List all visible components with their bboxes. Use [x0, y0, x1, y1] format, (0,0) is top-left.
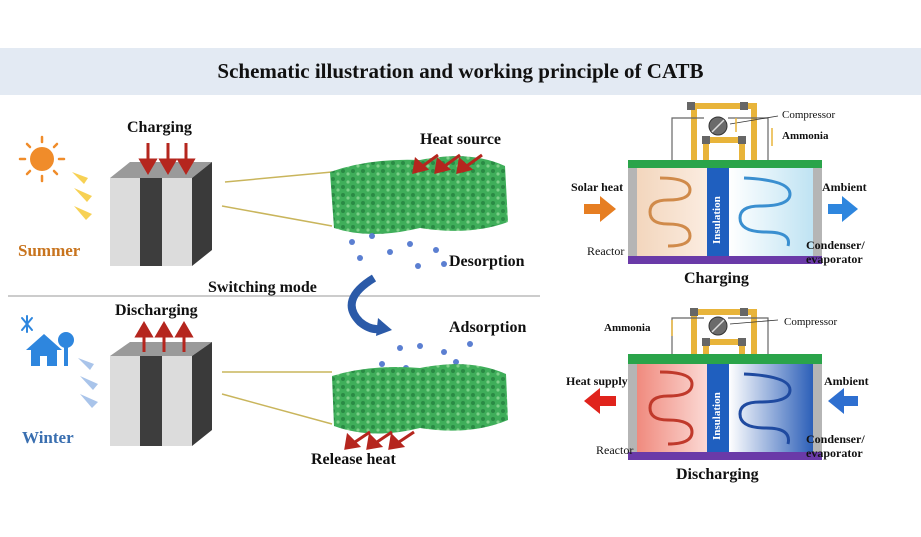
- desorption-label: Desorption: [449, 253, 525, 270]
- heat-supply-arrow: [584, 388, 616, 414]
- compressor-label: Compressor: [784, 316, 838, 328]
- ammonia-label: Ammonia: [782, 130, 829, 142]
- heat-out-arrows: [134, 321, 194, 352]
- condenser-evaporator-label: Condenser/ evaporator: [806, 238, 865, 266]
- compressor-label: Compressor: [782, 109, 836, 121]
- release-heat-label: Release heat: [311, 451, 396, 468]
- discharging-schematic: [584, 308, 858, 460]
- charging-schematic: [584, 102, 858, 264]
- charging-caption: Charging: [684, 270, 749, 287]
- cold-wind-icon: [78, 358, 98, 408]
- heat-source-arrows: [412, 153, 483, 175]
- ammonia-label: Ammonia: [604, 322, 651, 334]
- summer-label: Summer: [18, 241, 81, 260]
- reactor-label: Reactor: [587, 244, 625, 258]
- switch-arrowhead: [376, 318, 392, 336]
- condenser-line: Condenser/: [806, 432, 865, 446]
- heat-supply-label: Heat supply: [566, 374, 628, 388]
- solar-heat-arrow: [584, 196, 616, 222]
- sun-rays-icon: [72, 172, 92, 220]
- zoom-line: [224, 171, 333, 183]
- charging-label: Charging: [127, 119, 192, 136]
- heat-in-arrows: [138, 143, 196, 175]
- title-banner: Schematic illustration and working princ…: [0, 48, 921, 95]
- snowflake-icon: [21, 315, 33, 333]
- valve-icon: [690, 308, 748, 346]
- sun-icon: [18, 135, 66, 183]
- release-heat-arrows: [344, 430, 415, 450]
- storage-block-discharging: [110, 342, 212, 446]
- insulation-label: Insulation: [711, 196, 723, 244]
- insulation-label: Insulation: [711, 392, 723, 440]
- switch-curve-arrow: [347, 274, 386, 334]
- discharging-caption: Discharging: [676, 466, 759, 483]
- condenser-line: Condenser/: [806, 238, 865, 252]
- heat-source-label: Heat source: [420, 131, 502, 148]
- storage-block-charging: [110, 162, 212, 266]
- diagram-title: Schematic illustration and working princ…: [217, 59, 704, 83]
- winter-label: Winter: [22, 428, 74, 447]
- ambient-label: Ambient: [824, 374, 869, 388]
- house-icon: [26, 332, 74, 366]
- adsorption-label: Adsorption: [449, 319, 527, 336]
- evaporator-line: evaporator: [806, 252, 863, 266]
- evaporator-line: evaporator: [806, 446, 863, 460]
- solar-heat-label: Solar heat: [571, 180, 624, 194]
- discharging-label: Discharging: [115, 302, 198, 319]
- reactor-label: Reactor: [596, 443, 634, 457]
- ambient-label: Ambient: [822, 180, 867, 194]
- zoom-line: [221, 205, 333, 227]
- sorbent-foam-bottom: [332, 364, 508, 434]
- ammonia-molecules-released: [349, 233, 447, 269]
- switching-mode-label: Switching mode: [208, 279, 317, 296]
- ambient-in-arrow: [828, 388, 858, 414]
- condenser-evaporator-label: Condenser/ evaporator: [806, 432, 865, 460]
- valve-icon: [687, 102, 748, 144]
- zoom-line: [221, 393, 333, 425]
- ambient-out-arrow: [828, 196, 858, 222]
- sorbent-foam-top: [330, 156, 508, 234]
